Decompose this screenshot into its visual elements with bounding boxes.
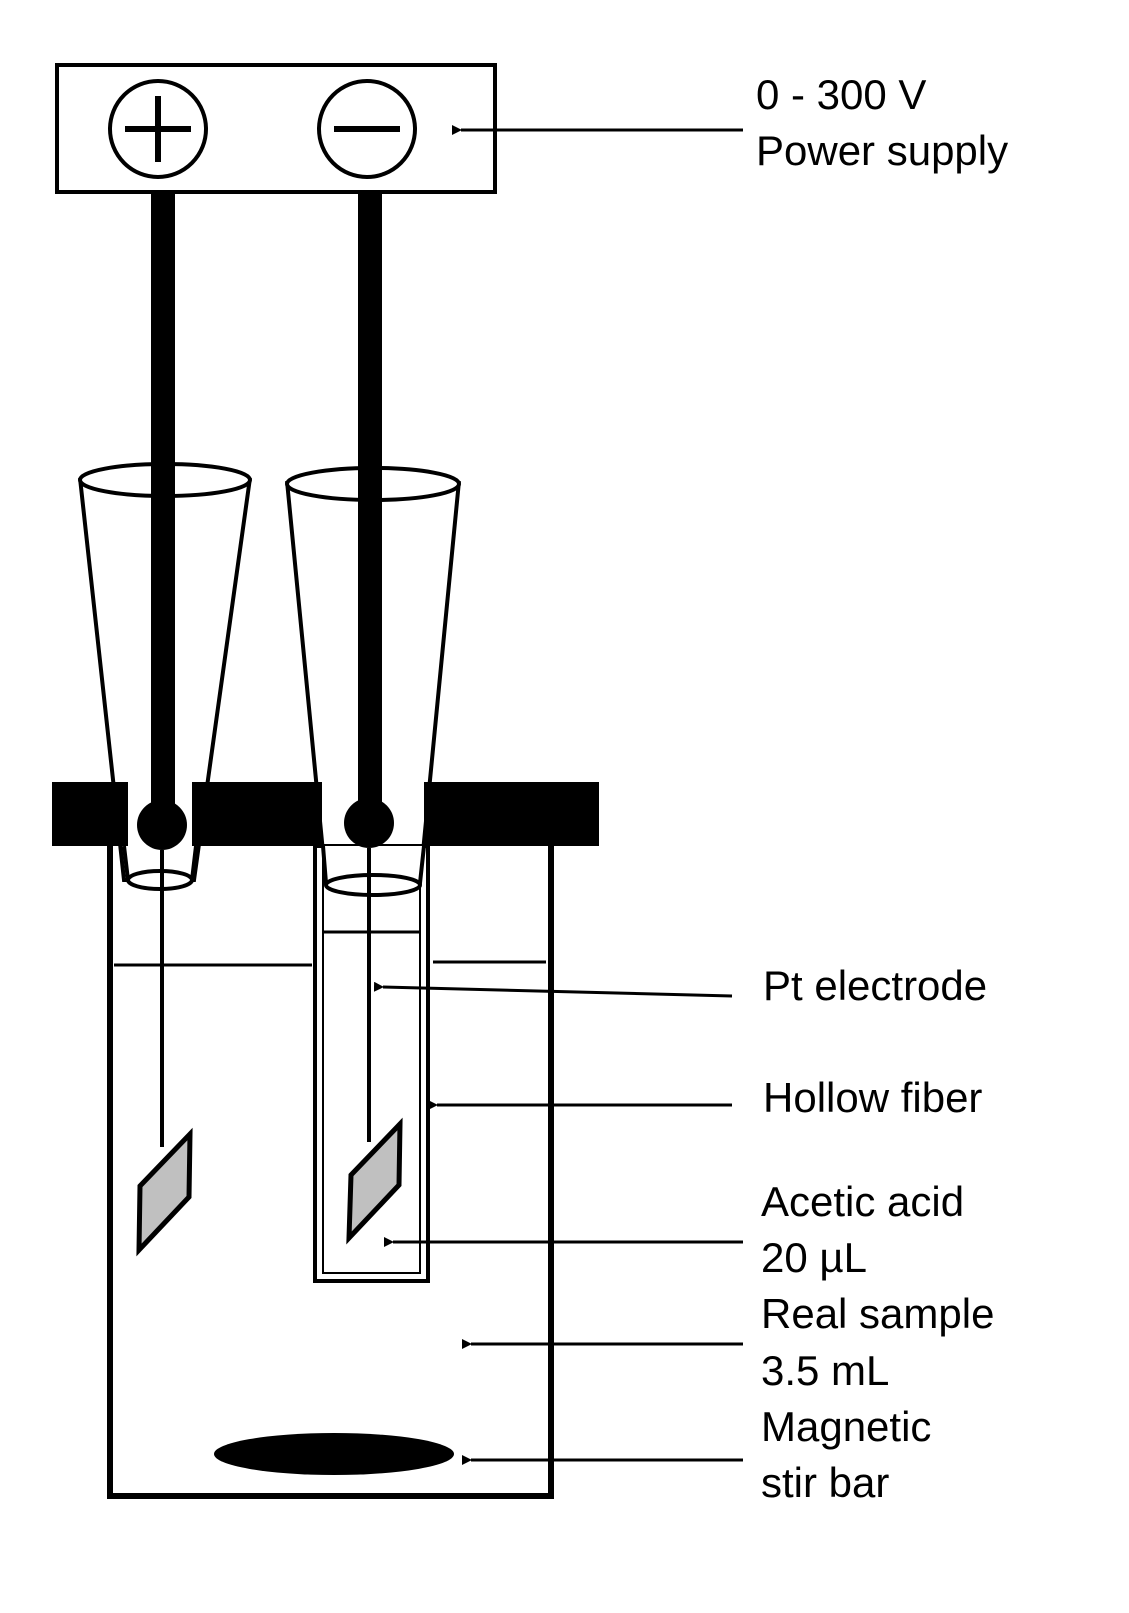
power-supply xyxy=(55,63,497,194)
pt-electrode-label: Pt electrode xyxy=(763,962,987,1009)
stir-bar-label-line2: stir bar xyxy=(761,1459,889,1506)
negative-terminal-icon xyxy=(317,79,417,179)
sample-vial xyxy=(107,843,554,1499)
right-pipette-end xyxy=(321,845,426,897)
pt-electrode-arrow xyxy=(373,981,733,998)
hollow-fiber-label: Hollow fiber xyxy=(763,1074,982,1121)
stir-bar-label: Magnetic xyxy=(761,1403,931,1450)
sample-label: Real sample xyxy=(761,1290,994,1337)
positive-connection-node xyxy=(137,800,187,850)
right-pt-plate xyxy=(346,1117,403,1245)
power-supply-label: Power supply xyxy=(756,127,1008,174)
power-supply-voltage-label: 0 - 300 V xyxy=(756,71,926,118)
negative-connection-node xyxy=(344,798,394,848)
acceptor-volume-label: 20 µL xyxy=(761,1234,867,1281)
left-pt-plate xyxy=(136,1127,193,1257)
magnetic-stir-bar xyxy=(214,1433,454,1475)
hollow-fiber xyxy=(313,844,430,1283)
sample-volume-label: 3.5 mL xyxy=(761,1347,889,1394)
positive-terminal-icon xyxy=(108,79,208,179)
acceptor-label: Acetic acid xyxy=(761,1178,964,1225)
